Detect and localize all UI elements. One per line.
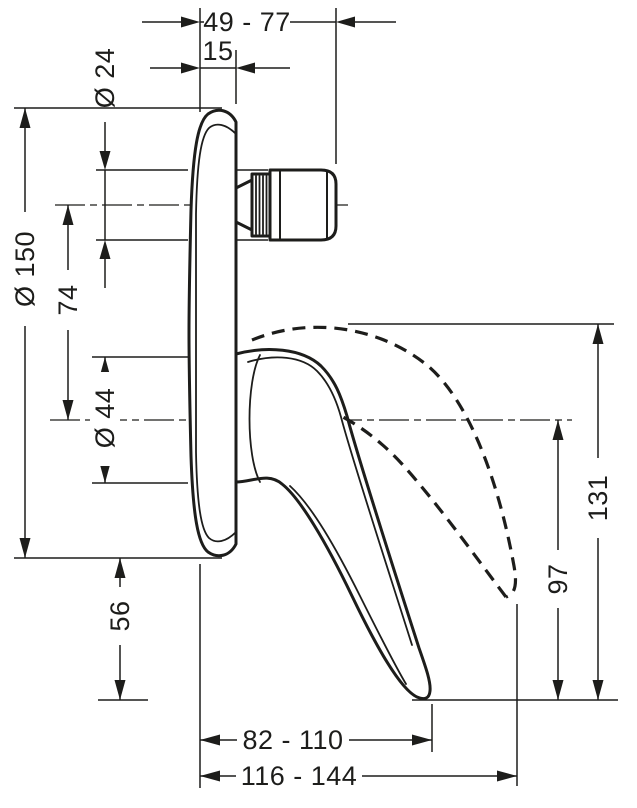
escutcheon-plate-inner-edge bbox=[195, 123, 237, 543]
label-background bbox=[236, 762, 362, 790]
lever-handle-outline bbox=[234, 348, 432, 700]
dim-escutcheon-diameter: Ø 150 bbox=[10, 107, 222, 559]
dim-min-projection: 15 bbox=[150, 36, 290, 104]
arrowhead bbox=[181, 16, 200, 28]
connector-cylinder bbox=[268, 168, 338, 242]
arrowhead bbox=[236, 62, 255, 74]
arrowhead bbox=[99, 463, 111, 483]
dim-projection-range-label: 49 - 77 bbox=[203, 7, 291, 37]
arrowhead bbox=[181, 62, 200, 74]
arrowhead bbox=[99, 240, 111, 259]
label-background bbox=[202, 38, 234, 62]
lever-handle-alt-position-lower bbox=[340, 414, 508, 598]
dim-escutcheon-to-lever-end: 56 bbox=[98, 558, 148, 701]
label-background bbox=[53, 270, 83, 330]
arrowhead bbox=[114, 558, 126, 578]
arrowhead bbox=[200, 734, 220, 746]
arrowhead bbox=[592, 324, 604, 344]
dim-handle-hub-diameter: Ø 44 bbox=[90, 356, 188, 484]
label-background bbox=[90, 372, 120, 466]
arrowhead bbox=[19, 538, 31, 558]
label-background bbox=[237, 726, 349, 754]
dim-projection-range: 49 - 77 bbox=[142, 7, 396, 164]
dim-lever-reach-total-range-label: 116 - 144 bbox=[241, 761, 358, 791]
lever-handle-lower-inner-line bbox=[289, 485, 407, 685]
arrowhead bbox=[62, 400, 74, 420]
dim-axis-to-lever-end: 97 bbox=[412, 420, 618, 701]
lever-handle-alt-position-upper bbox=[251, 325, 518, 599]
arrowhead bbox=[99, 151, 111, 170]
label-background bbox=[583, 458, 613, 538]
fixture bbox=[50, 108, 572, 700]
dim-escutcheon-to-lever-end-label: 56 bbox=[105, 600, 135, 631]
arrowhead bbox=[19, 108, 31, 128]
dim-lever-total-height-label: 131 bbox=[583, 475, 613, 522]
arrowhead bbox=[114, 680, 126, 700]
label-background bbox=[204, 8, 290, 36]
dim-handle-hub-diameter-label: Ø 44 bbox=[90, 388, 120, 449]
dim-lever-reach-range-label: 82 - 110 bbox=[242, 725, 343, 755]
dim-lever-reach-range: 82 - 110 bbox=[199, 564, 433, 788]
arrowhead bbox=[62, 205, 74, 225]
arrowhead bbox=[552, 420, 564, 440]
arrowhead bbox=[552, 680, 564, 700]
escutcheon-plate-outline bbox=[187, 108, 238, 558]
arrowhead bbox=[497, 770, 517, 782]
dim-connector-to-handle-axis: 74 bbox=[53, 205, 83, 420]
label-background bbox=[543, 550, 573, 608]
dim-escutcheon-diameter-label: Ø 150 bbox=[10, 231, 40, 307]
dim-connector-diameter: Ø 24 bbox=[90, 48, 268, 288]
arrowhead bbox=[200, 770, 220, 782]
connector-adapter bbox=[234, 178, 254, 232]
handle-hub-arc bbox=[248, 354, 261, 483]
label-background bbox=[10, 212, 40, 326]
dim-min-projection-label: 15 bbox=[202, 36, 233, 66]
knurl-hatch bbox=[255, 175, 268, 235]
arrowhead bbox=[592, 680, 604, 700]
dim-axis-to-lever-end-label: 97 bbox=[543, 563, 573, 594]
dim-lever-total-height: 131 bbox=[348, 323, 614, 700]
arrowhead bbox=[412, 734, 432, 746]
dim-connector-diameter-label: Ø 24 bbox=[90, 48, 120, 109]
dim-lever-reach-total-range: 116 - 144 bbox=[200, 604, 518, 791]
dim-connector-to-handle-axis-label: 74 bbox=[53, 284, 83, 315]
lever-handle-inner-line bbox=[247, 356, 413, 646]
arrowhead bbox=[336, 16, 355, 28]
label-background bbox=[105, 587, 135, 645]
